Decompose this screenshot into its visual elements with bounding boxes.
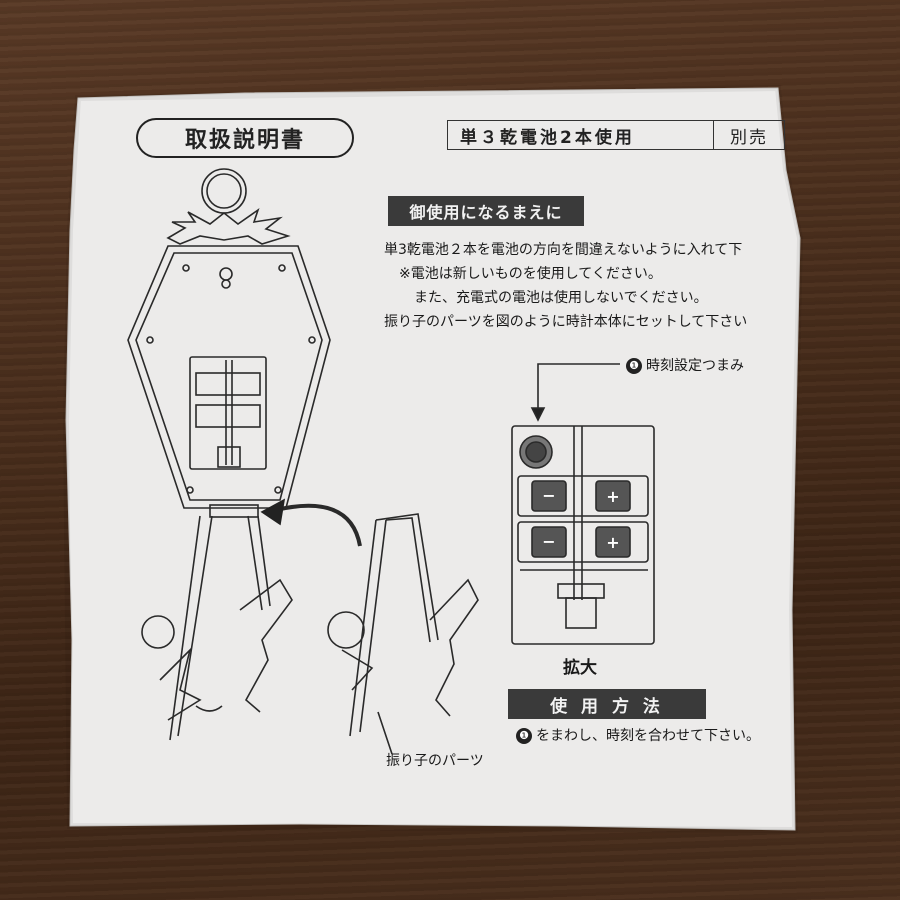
sold-separately-note: 別売 (730, 127, 768, 148)
callout-leader (537, 363, 620, 414)
howto-text: をまわし、時刻を合わせて下さい。 (536, 728, 760, 744)
battery-note: 単３乾電池2本使用 (448, 121, 714, 149)
instruction-line-3: また、充電式の電池は使用しないでください。 (414, 290, 708, 306)
howto-marker: ❶ (516, 728, 532, 744)
instruction-line-1: 単3乾電池２本を電池の方向を間違えないように入れて下 (384, 242, 743, 258)
instruction-line-4: 振り子のパーツを図のように時計本体にセットして下さい (384, 314, 748, 330)
callout-label: 時刻設定つまみ (646, 358, 744, 374)
manual-title: 取扱説明書 (136, 118, 354, 158)
before-use-heading: 御使用になるまえに (388, 196, 584, 226)
battery-note-box: 単３乾電池2本使用 別売 (447, 120, 785, 150)
enlarge-label: 拡大 (563, 658, 597, 678)
instruction-line-2: ※電池は新しいものを使用してください。 (399, 266, 662, 282)
svg-text:+: + (606, 533, 619, 552)
callout-marker: ❶ (626, 358, 642, 374)
svg-text:−: − (542, 532, 555, 551)
svg-text:−: − (542, 486, 555, 505)
howto-heading: 使 用 方 法 (508, 689, 706, 719)
svg-text:+: + (606, 487, 619, 506)
pendulum-label: 振り子のパーツ (386, 753, 484, 769)
